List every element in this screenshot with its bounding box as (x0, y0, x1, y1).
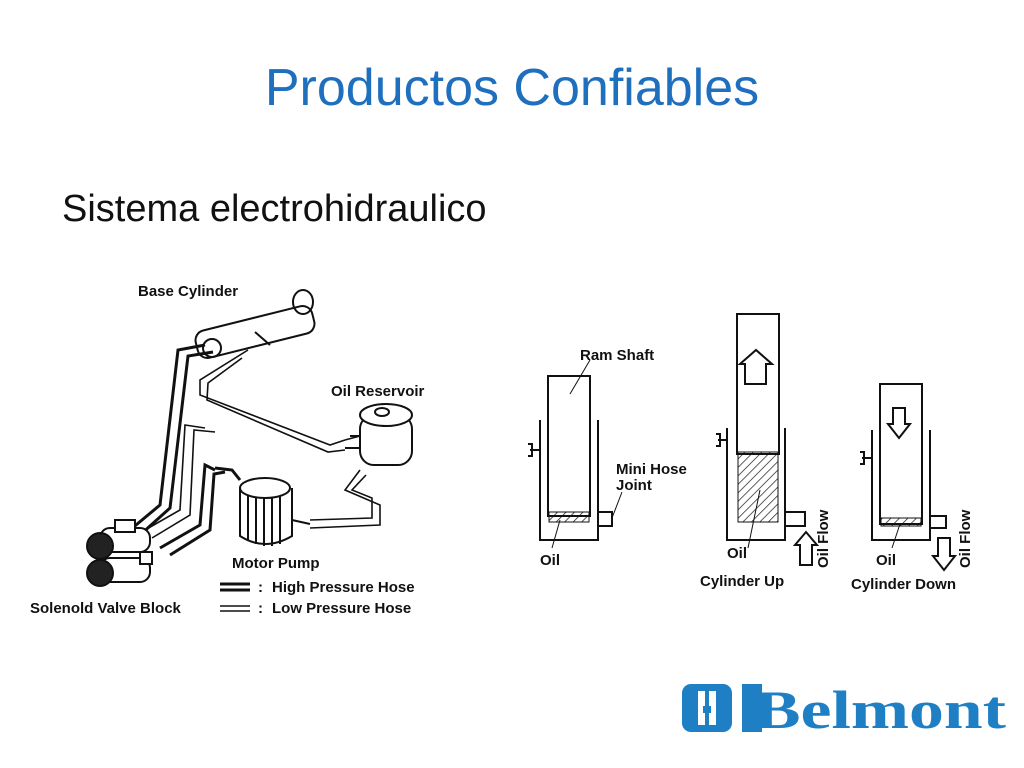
oil-reservoir-label: Oil Reservoir (331, 383, 425, 400)
slide-title: Productos Confiables (264, 59, 760, 117)
cylinder-3-drawing (860, 383, 958, 572)
cylinder-1-drawing (528, 359, 623, 549)
high-pressure-hoses (129, 343, 242, 557)
mini-hose-label: Mini Hose (616, 461, 687, 478)
base-cylinder-drawing (194, 289, 316, 359)
legend-symbols (220, 582, 250, 612)
oil-label-1: Oil (540, 552, 560, 569)
brand-name: Belmont (754, 682, 1006, 734)
oil-reservoir-drawing (345, 403, 413, 466)
legend-low-label: Low Pressure Hose (272, 600, 411, 617)
legend-high-symbol: : (258, 579, 263, 596)
belmont-logo-mark: Belmont (682, 680, 1006, 740)
oil-flow-down-label: Oil Flow (957, 509, 974, 568)
legend-low-symbol: : (258, 600, 263, 617)
cylinder-2-drawing (716, 313, 820, 566)
solenoid-valve-block-label: Solenold Valve Block (30, 600, 182, 617)
oil-label-2: Oil (727, 545, 747, 562)
joint-label: Joint (616, 477, 652, 494)
cylinder-operation-diagram: Ram Shaft Mini Hose Joint Oil Oil Oil Cy… (528, 313, 974, 593)
slide-subtitle: Sistema electrohidraulico (62, 188, 487, 230)
oil-label-3: Oil (876, 552, 896, 569)
cylinder-down-label: Cylinder Down (851, 576, 956, 593)
legend-high-label: High Pressure Hose (272, 579, 415, 596)
motor-pump-label: Motor Pump (232, 555, 320, 572)
base-cylinder-label: Base Cylinder (138, 283, 238, 300)
ram-shaft-label: Ram Shaft (580, 347, 654, 364)
cylinder-up-label: Cylinder Up (700, 573, 784, 590)
solenoid-valve-block-drawing (86, 519, 153, 587)
oil-flow-up-label: Oil Flow (815, 509, 832, 568)
motor-pump-drawing (239, 477, 311, 546)
low-pressure-hoses (144, 349, 381, 539)
belmont-logo: Belmont (680, 680, 1010, 740)
